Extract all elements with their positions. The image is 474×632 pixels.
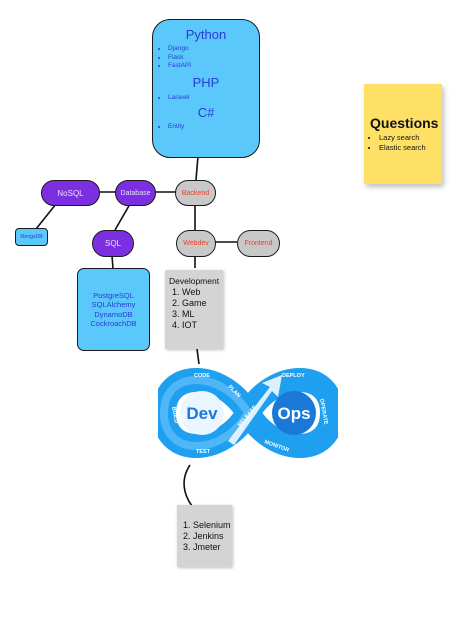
mongodb-node: MongoDB (15, 228, 48, 246)
python-backend-link (195, 155, 199, 181)
nosql-mongodb-link (35, 203, 57, 230)
development-card: Development Web Game ML IOT (165, 270, 223, 349)
devops-loop-highlight (159, 376, 252, 450)
list-item: Jenkins (193, 531, 231, 542)
backend-node: Backend (175, 180, 216, 206)
list-item: IOT (182, 320, 207, 331)
list-item: Web (182, 287, 207, 298)
stage-test: TEST (196, 449, 211, 455)
sql-sqlbox-link (111, 255, 114, 269)
questions-sticky-note: Questions Lazy search Elastic search (364, 84, 442, 184)
csharp-title: C# (197, 105, 215, 120)
list-item: Lazy search (379, 133, 426, 143)
list-item: FastAPI (168, 62, 191, 71)
list-item: Elastic search (379, 143, 426, 153)
ops-circle (272, 391, 316, 435)
development-title: Development (169, 276, 220, 286)
list-item: Selenium (193, 520, 231, 531)
list-item: Game (182, 298, 207, 309)
stage-operate: OPERATE (318, 398, 329, 425)
nosql-node: NoSQL (41, 180, 100, 206)
dev-label: Dev (186, 404, 218, 423)
stage-code: CODE (194, 373, 210, 379)
php-title: PHP (192, 75, 220, 90)
devops-tools-link (183, 464, 193, 507)
database-sql-link (114, 203, 131, 231)
python-framework-list: Django Flask FastAPI (156, 45, 191, 71)
list-item: Flask (168, 54, 191, 63)
csharp-framework-list: Entity (156, 123, 184, 132)
php-framework-list: Laravel (156, 94, 189, 103)
devops-infinity-logo: Dev Ops CODE PLAN BUILD TEST RELEASE DEP… (158, 368, 338, 458)
questions-title: Questions (370, 115, 439, 131)
python-title: Python (185, 27, 227, 42)
list-item: ML (182, 309, 207, 320)
list-item: PostgreSQL (93, 290, 134, 300)
development-devops-link (196, 348, 200, 365)
list-item: Jmeter (193, 542, 231, 553)
list-item: CockroachDB (90, 319, 137, 328)
languages-box: Python Django Flask FastAPI PHP Laravel … (152, 19, 260, 158)
stage-build: BUILD (170, 406, 179, 424)
list-item: Entity (168, 123, 184, 132)
development-list: Web Game ML IOT (168, 287, 207, 331)
devops-arrow-icon (228, 375, 282, 445)
list-item: SQLAlchemy (91, 300, 136, 309)
tools-card: Selenium Jenkins Jmeter (177, 505, 232, 567)
frontend-node: Frontend (237, 230, 280, 257)
sql-node: SQL (92, 230, 134, 257)
list-item: Laravel (168, 94, 189, 103)
ops-label: Ops (277, 404, 310, 423)
database-node: Database (115, 180, 156, 206)
stage-deploy: DEPLOY (282, 373, 305, 379)
webdev-node: Webdev (176, 230, 216, 257)
list-item: DynamoDB (94, 309, 133, 319)
dev-circle (180, 391, 224, 435)
questions-list: Lazy search Elastic search (370, 133, 426, 153)
sql-databases-box: PostgreSQL SQLAlchemy DynamoDB Cockroach… (77, 268, 150, 351)
tools-list: Selenium Jenkins Jmeter (179, 520, 231, 553)
list-item: Django (168, 45, 191, 54)
